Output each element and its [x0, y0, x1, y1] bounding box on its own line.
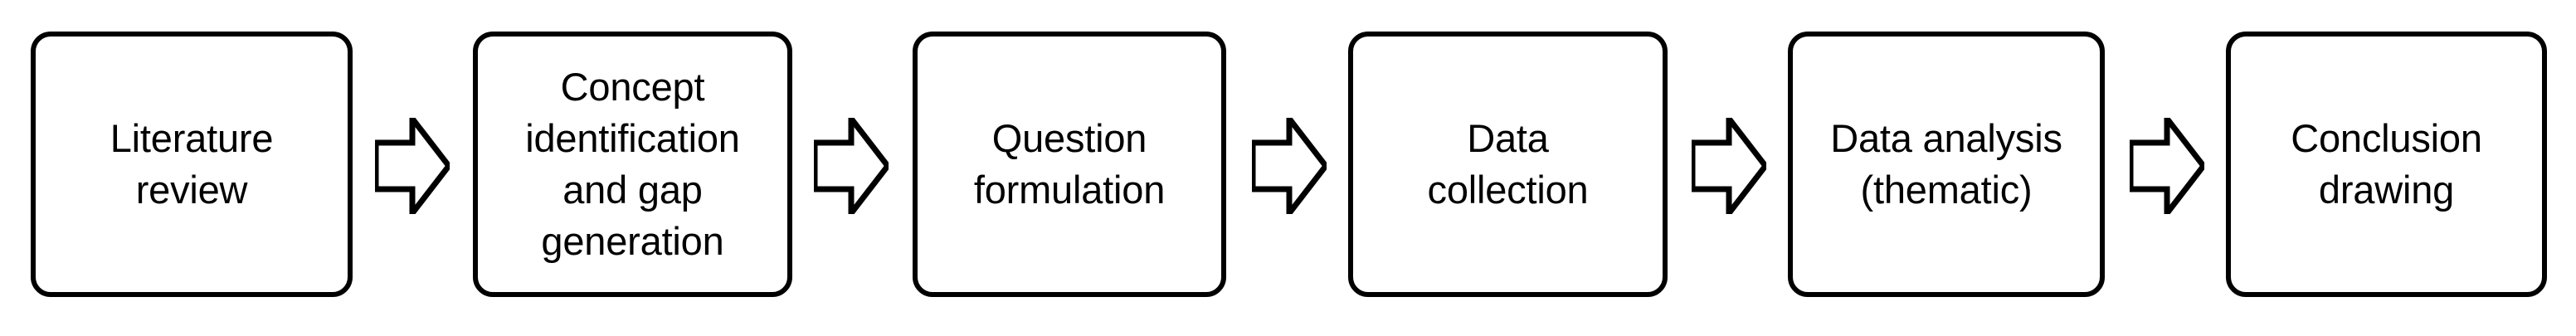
block-arrow-right-icon: [2130, 118, 2204, 214]
flow-step-label: Question formulation: [973, 116, 1166, 212]
flow-step-label: Literature review: [110, 116, 274, 212]
flow-step-data-analysis[interactable]: Data analysis (thematic): [1788, 32, 2105, 297]
block-arrow-right-icon: [1252, 118, 1327, 214]
block-arrow-right-icon: [1692, 118, 1766, 214]
flow-step-concept-identification[interactable]: Concept identification and gap generatio…: [473, 32, 792, 297]
flow-step-question-formulation[interactable]: Question formulation: [913, 32, 1226, 297]
flow-step-conclusion-drawing[interactable]: Conclusion drawing: [2226, 32, 2547, 297]
flow-step-literature-review[interactable]: Literature review: [31, 32, 353, 297]
flow-step-label: Concept identification and gap generatio…: [525, 65, 740, 263]
block-arrow-right-icon: [814, 118, 889, 214]
flow-step-label: Data analysis (thematic): [1830, 116, 2062, 212]
flow-step-label: Conclusion drawing: [2291, 116, 2482, 212]
block-arrow-right-icon: [375, 118, 450, 214]
flow-step-data-collection[interactable]: Data collection: [1348, 32, 1668, 297]
flow-step-label: Data collection: [1427, 116, 1589, 212]
